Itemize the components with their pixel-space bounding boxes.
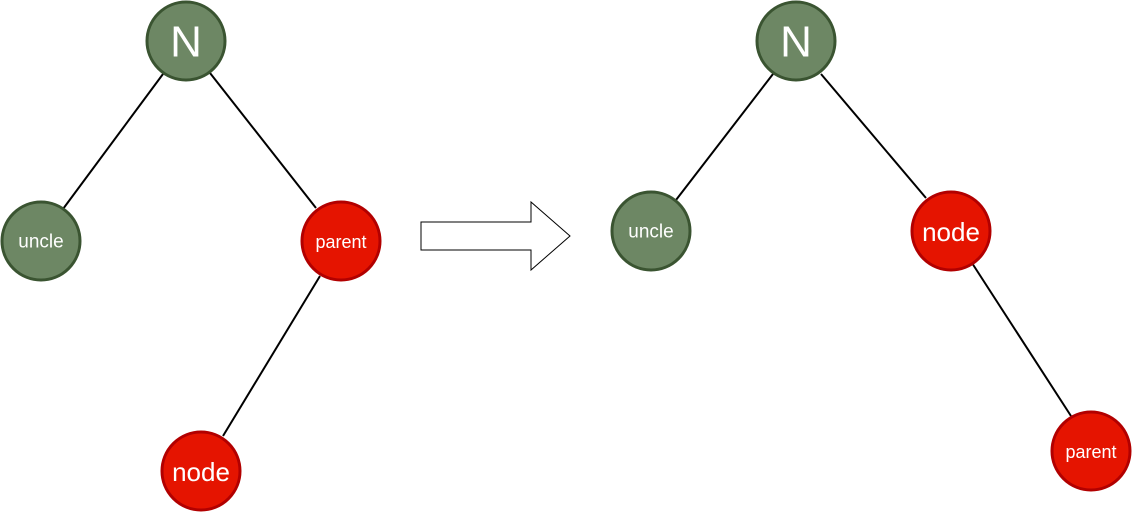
edge-root-node (820, 73, 927, 199)
edge-root-uncle (675, 73, 774, 201)
node-node: node (160, 430, 242, 512)
node-node: node (910, 190, 992, 272)
before-tree: N uncle parent node (0, 0, 382, 512)
parent-label: parent (1065, 442, 1116, 462)
edge-parent-node (222, 275, 321, 437)
after-tree: N uncle node parent (610, 0, 1132, 492)
uncle-label: uncle (18, 232, 63, 253)
uncle-node: uncle (0, 200, 82, 282)
uncle-label: uncle (628, 222, 673, 243)
root-node: N (755, 0, 837, 82)
edge-node-parent (971, 262, 1072, 417)
parent-node: parent (300, 200, 382, 282)
node-label: node (172, 457, 230, 487)
root-label: N (170, 18, 202, 67)
right-arrow-icon (420, 200, 571, 272)
edge-root-uncle (62, 73, 164, 210)
node-label: node (922, 217, 980, 247)
uncle-node: uncle (610, 190, 692, 272)
root-label: N (780, 18, 812, 67)
root-node: N (145, 0, 227, 82)
parent-label: parent (315, 232, 366, 252)
parent-node: parent (1050, 410, 1132, 492)
edge-root-parent (209, 72, 317, 209)
